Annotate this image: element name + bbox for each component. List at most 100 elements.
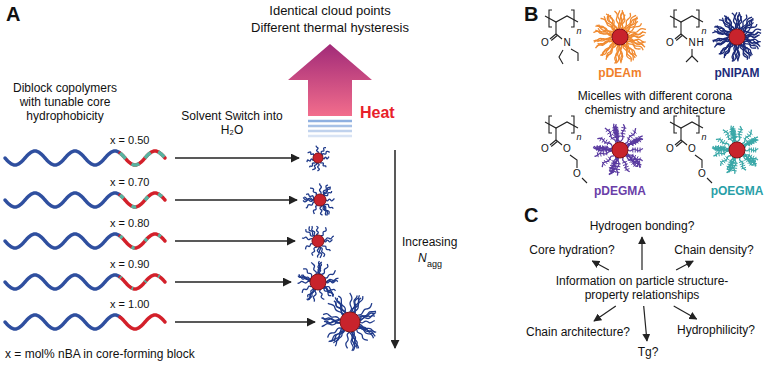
corona-chain [741,18,753,30]
atom-label: N [688,37,695,49]
corona-chain [346,332,350,348]
side-chain [731,132,736,134]
corona-chain [318,264,322,274]
atom-label: O [666,143,674,155]
micelle [712,12,761,61]
corona-chain [743,42,752,55]
corona-chain [304,197,314,200]
side-chain [614,134,619,136]
node-text: Information on particle structure-proper… [552,274,732,302]
micelle-core [729,142,745,158]
topic-box: Chain architecture? [524,324,632,340]
chemical-bond [696,116,699,133]
corona-chain [713,151,729,156]
side-chain [729,160,734,162]
side-chain [737,134,742,136]
corona-block [5,193,120,207]
chemical-bond [691,49,692,56]
micelle-core [314,194,326,206]
micelle-core [310,274,326,290]
side-chain [726,166,731,168]
node-text: Core hydration? [529,243,614,257]
comonomer-segment [120,234,165,248]
atom-label: O [573,168,581,180]
side-chain [741,165,746,167]
side-chain [743,138,747,141]
corona-chain [732,13,736,29]
side-chain [602,162,605,166]
chemical-bond [571,49,578,61]
side-chain [606,158,609,162]
atom-label: O [698,168,706,180]
core-block [120,151,165,165]
atom-label: O [541,143,549,155]
corona-chain [325,286,334,295]
micelle-core [612,29,628,45]
corona-chain [624,17,637,31]
corona-chain [323,205,328,215]
corona-chain [615,124,620,142]
side-chain [597,152,598,157]
side-chain [737,136,742,138]
side-chain [753,138,755,142]
corona-chain [607,45,617,58]
corona-chain [626,155,640,167]
micelle-core [612,142,628,158]
corona-chain [743,42,751,53]
side-chain [635,139,637,143]
side-chain [633,130,637,133]
corona-chain [737,126,742,142]
corona-chain [313,206,317,214]
topic-box: Hydrophilicity? [675,322,757,338]
corona-chain [321,264,328,274]
chemical-bond [707,178,712,183]
composition-label: x = 0.70 [110,176,149,189]
topic-box: Core hydration? [527,242,616,258]
side-chain [620,135,625,137]
side-chain [608,157,611,161]
side-chain [717,145,719,150]
polymer-name: pNIPAM [714,67,759,81]
chemical-bond [695,155,702,168]
side-chain [722,146,724,151]
corona-chain [309,226,315,235]
micelle [593,10,646,63]
side-chain [602,145,604,150]
subscript-label: agg [427,259,442,269]
corona-chain [360,321,375,323]
corona-chain [320,163,326,167]
side-chain [630,159,633,163]
side-chain [740,163,745,165]
corona-chain [724,16,731,31]
side-chain [611,170,616,171]
corona-chain [595,26,612,35]
corona-chain [335,331,345,342]
side-chain [622,161,627,163]
side-chain [753,160,756,164]
corona-chain [359,311,376,317]
corona-chain [328,328,342,338]
side-chain [609,167,614,169]
side-chain [632,161,635,165]
corona-chain [627,153,641,165]
heading-text: Different thermal hysteresis [251,21,409,36]
side-chain [746,159,749,163]
trend-arrow [394,150,396,348]
node-text: Tg? [638,345,659,359]
side-chain [606,146,608,151]
side-chain [751,148,752,153]
side-chain [606,129,610,132]
corona-chain [326,278,338,282]
corona-chain [716,139,730,147]
corona-chain [318,262,321,274]
micelle [298,261,339,302]
polymer-name: pOEGMA [711,185,764,199]
relation-arrow [641,237,642,270]
corona-chain [628,29,646,36]
corona-chain [732,45,736,60]
side-chain [726,156,729,160]
side-chain [609,134,613,137]
atom-label: O [688,143,696,155]
side-chain [635,159,638,163]
corona-chain [597,147,612,151]
